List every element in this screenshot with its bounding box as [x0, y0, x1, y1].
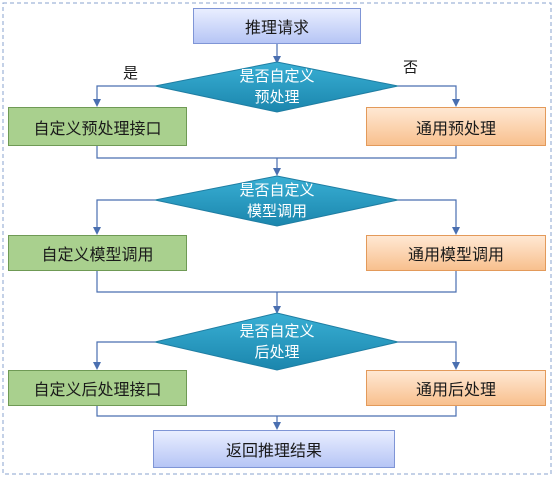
connector-decision3-yes [93, 341, 155, 370]
yes-branch-label: 是 [123, 64, 139, 82]
decision3-line2: 后处理 [254, 343, 300, 361]
decision3-diamond [154, 312, 399, 371]
start-label: 推理请求 [244, 18, 309, 37]
start-box: 推理请求 [193, 8, 361, 44]
generic-postprocess-label: 通用后处理 [415, 380, 496, 399]
connector-decision1-no [398, 85, 460, 107]
connector-decision2-no [398, 199, 460, 235]
end-label: 返回推理结果 [225, 441, 322, 460]
decision3-line1: 是否自定义 [239, 322, 315, 340]
generic-postprocess-box: 通用后处理 [366, 370, 546, 406]
custom-postprocess-box: 自定义后处理接口 [8, 370, 187, 406]
generic-preprocess-box: 通用预处理 [366, 107, 546, 146]
decision1-diamond [154, 61, 399, 113]
custom-preprocess-label: 自定义预处理接口 [33, 118, 162, 138]
connector-decision1-yes [93, 85, 155, 107]
generic-model-box: 通用模型调用 [366, 235, 546, 271]
connector-pre-merge [96, 146, 457, 159]
decision1-line2: 预处理 [254, 88, 300, 106]
custom-preprocess-box: 自定义预处理接口 [8, 107, 187, 146]
connector-decision3-no [398, 341, 460, 370]
connector-post-merge [96, 406, 457, 417]
generic-preprocess-label: 通用预处理 [415, 118, 496, 138]
connector-decision2-yes [93, 199, 155, 235]
decision1-line1: 是否自定义 [239, 67, 315, 85]
decision1-text: 是否自定义 预处理 [200, 64, 354, 110]
decision3-text: 是否自定义 后处理 [200, 318, 354, 366]
decision2-line1: 是否自定义 [239, 181, 315, 199]
no-branch-label: 否 [403, 58, 419, 76]
end-box: 返回推理结果 [153, 430, 395, 468]
custom-postprocess-label: 自定义后处理接口 [33, 380, 162, 399]
decision2-text: 是否自定义 模型调用 [200, 178, 354, 224]
custom-model-label: 自定义模型调用 [41, 245, 154, 264]
decision2-line2: 模型调用 [246, 202, 307, 220]
custom-model-box: 自定义模型调用 [8, 235, 187, 271]
connector-model-merge [96, 271, 457, 293]
decision2-diamond [154, 175, 399, 227]
generic-model-label: 通用模型调用 [407, 245, 504, 264]
